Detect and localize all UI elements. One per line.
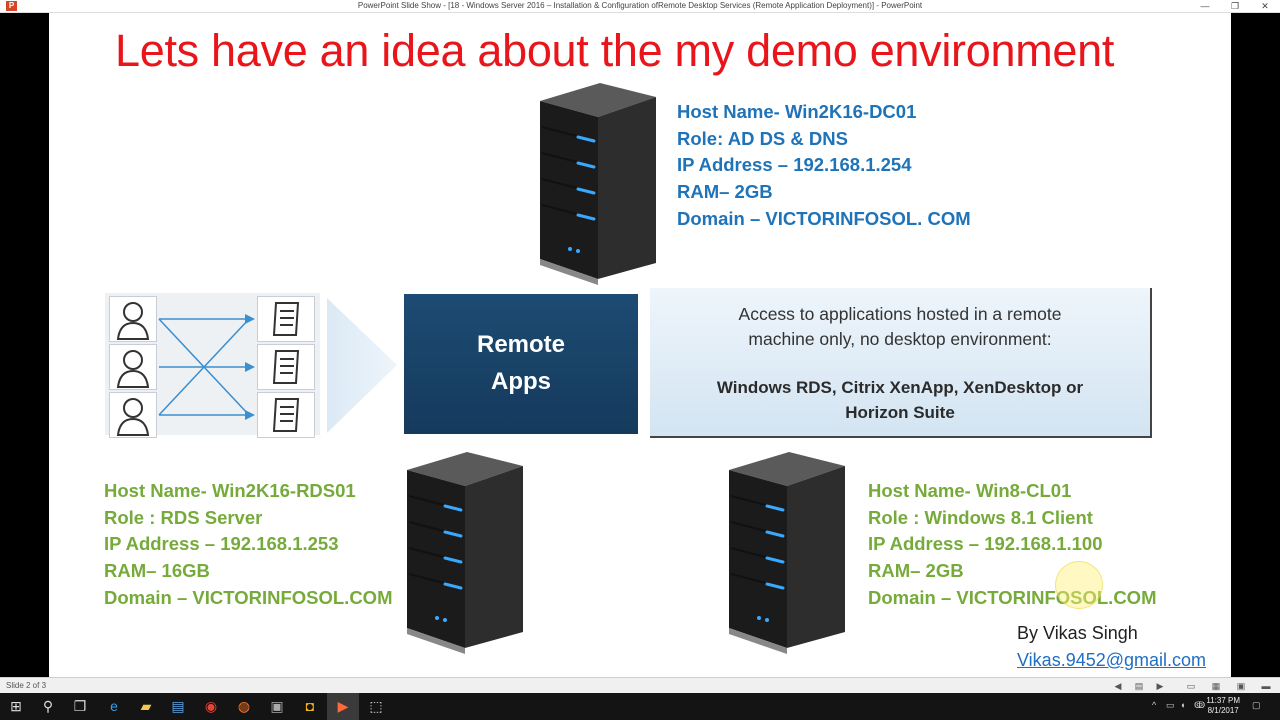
window-titlebar: P PowerPoint Slide Show - [18 - Windows …	[0, 0, 1280, 13]
desc-line-2: machine only, no desktop environment:	[748, 329, 1052, 349]
dc-info: Host Name- Win2K16-DC01 Role: AD DS & DN…	[677, 99, 971, 233]
desc-line-1: Access to applications hosted in a remot…	[738, 304, 1062, 324]
rds-role: Role : RDS Server	[104, 506, 263, 528]
slide-menu-icon[interactable]: ▤	[1134, 681, 1144, 691]
file-explorer-icon[interactable]: ▰	[140, 698, 152, 714]
previous-slide-icon[interactable]: ◀	[1114, 681, 1122, 691]
slide-show-stage: Lets have an idea about the my demo envi…	[0, 13, 1280, 677]
user-icon	[109, 344, 157, 390]
reading-view-icon[interactable]: ▣	[1236, 681, 1246, 691]
volume-icon[interactable]: ◖	[1180, 700, 1186, 710]
close-button[interactable]: ✕	[1261, 1, 1269, 11]
rds-host: Host Name- Win2K16-RDS01	[104, 480, 356, 501]
rds-domain: Domain – VICTORINFOSOL.COM	[104, 586, 393, 608]
chevron-arrow-shape	[327, 298, 397, 433]
statusbar: Slide 2 of 3 ◀ ▤ ▶ ▭ ▦ ▣ ▬	[0, 677, 1280, 693]
desc-bold-1: Windows RDS, Citrix XenApp, XenDesktop o…	[716, 378, 1084, 397]
slideshow-view-icon[interactable]: ▬	[1261, 681, 1271, 691]
remote-desktop-icon[interactable]: ▣	[270, 698, 284, 714]
chrome-icon[interactable]: ◉	[204, 698, 218, 714]
powerpoint-taskbar-icon[interactable]: ▶	[327, 693, 359, 720]
client-ram: RAM– 2GB	[868, 560, 964, 582]
restore-button[interactable]: ❐	[1230, 1, 1240, 11]
client-host: Host Name- Win8-CL01	[868, 480, 1072, 501]
clock-time: 11:37 PM	[1206, 696, 1240, 705]
client-domain: Domain – VICTORINFOSOL.COM	[868, 586, 1157, 608]
wifi-icon[interactable]: ↂ	[1194, 700, 1206, 710]
rds-ip: IP Address – 192.168.1.253	[104, 533, 339, 555]
dc-domain: Domain – VICTORINFOSOL. COM	[677, 207, 971, 229]
taskbar-clock[interactable]: 11:37 PM 8/1/2017	[1206, 696, 1240, 716]
slide-sorter-icon[interactable]: ▦	[1211, 681, 1221, 691]
normal-view-icon[interactable]: ▭	[1186, 681, 1196, 691]
dc-ip: IP Address – 192.168.1.254	[677, 154, 912, 176]
dc-server-icon	[540, 83, 656, 285]
dc-role: Role: AD DS & DNS	[677, 127, 848, 149]
dc-ram: RAM– 2GB	[677, 181, 773, 203]
author-name: By Vikas Singh	[1017, 623, 1138, 643]
desc-bold-2: Horizon Suite	[845, 403, 955, 422]
application-icon	[257, 344, 315, 390]
notifications-icon[interactable]: ▢	[1252, 700, 1261, 710]
powerpoint-icon: P	[6, 1, 17, 11]
search-icon[interactable]: ⚲	[42, 698, 54, 714]
application-icon	[257, 392, 315, 438]
remote-apps-line1: Remote	[476, 331, 566, 358]
remote-apps-description: Access to applications hosted in a remot…	[650, 288, 1152, 438]
tray-chevron-icon[interactable]: ^	[1152, 700, 1157, 710]
client-ip: IP Address – 192.168.1.100	[868, 533, 1103, 555]
next-slide-icon[interactable]: ▶	[1156, 681, 1164, 691]
remote-apps-box: Remote Apps	[404, 294, 638, 434]
client-server-icon	[729, 452, 845, 654]
connection-arrows	[158, 314, 255, 420]
user-icon	[109, 392, 157, 438]
start-windows-icon[interactable]: ⊞	[10, 698, 22, 714]
dc-host: Host Name- Win2K16-DC01	[677, 101, 917, 122]
window-title: PowerPoint Slide Show - [18 - Windows Se…	[357, 1, 923, 10]
remote-apps-diagram: Remote Apps Access to applications hoste…	[105, 288, 1152, 438]
author-email-link[interactable]: Vikas.9452@gmail.com	[1017, 650, 1207, 670]
client-info: Host Name- Win8-CL01 Role : Windows 8.1 …	[868, 478, 1156, 612]
slide-title: Lets have an idea about the my demo envi…	[115, 25, 1115, 76]
snipping-tool-icon[interactable]: ⬚	[369, 698, 383, 714]
rds-info: Host Name- Win2K16-RDS01 Role : RDS Serv…	[104, 478, 392, 612]
client-role: Role : Windows 8.1 Client	[868, 506, 1093, 528]
clock-date: 8/1/2017	[1207, 706, 1239, 715]
users-apps-panel	[105, 293, 320, 438]
slide-number: Slide 2 of 3	[6, 681, 47, 690]
rds-server-icon	[407, 452, 523, 654]
slide[interactable]: Lets have an idea about the my demo envi…	[49, 13, 1231, 677]
edge-browser-icon[interactable]: e	[110, 698, 118, 714]
pointer-highlight	[1055, 561, 1103, 609]
user-icon	[109, 296, 157, 342]
server-manager-icon[interactable]: ▤	[171, 698, 185, 714]
app-icon[interactable]: ◘	[305, 698, 315, 714]
taskbar: ⊞ ⚲ ❐ e ▰ ▤ ◉ ◍ ▣ ◘ ▶ ⬚ ^ ▭ ◖ ↂ 11:37 PM…	[0, 693, 1280, 720]
task-view-icon[interactable]: ❐	[73, 698, 87, 714]
minimize-button[interactable]: —	[1200, 1, 1210, 11]
network-icon[interactable]: ▭	[1166, 700, 1175, 710]
rds-ram: RAM– 16GB	[104, 560, 210, 582]
firefox-icon[interactable]: ◍	[237, 698, 251, 714]
remote-apps-line2: Apps	[491, 368, 551, 395]
application-icon	[257, 296, 315, 342]
